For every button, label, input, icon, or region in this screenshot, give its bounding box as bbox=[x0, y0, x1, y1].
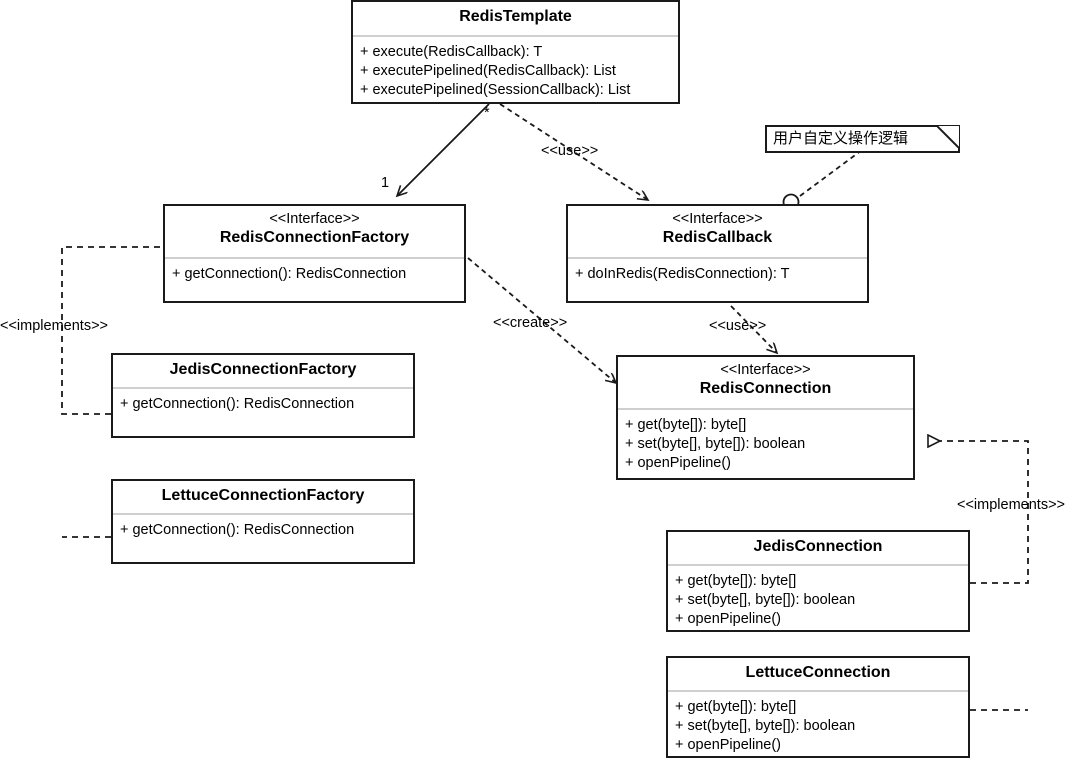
class-member-row: + openPipeline() bbox=[675, 611, 782, 627]
class-member-row: + set(byte[], byte[]): boolean bbox=[675, 592, 856, 608]
edge-callback-uses-connection bbox=[730, 305, 777, 353]
class-box-redis-connection[interactable]: <<Interface>> RedisConnection + get(byte… bbox=[616, 355, 915, 480]
class-header-redis-connection: <<Interface>> RedisConnection bbox=[618, 357, 913, 410]
class-member-row: + executePipelined(RedisCallback): List bbox=[360, 63, 616, 79]
multiplicity-label-one: 1 bbox=[381, 175, 390, 191]
class-member-row: + execute(RedisCallback): T bbox=[360, 44, 543, 60]
edge-label-create-connection: <<create>> bbox=[493, 315, 568, 331]
class-member-row: + set(byte[], byte[]): boolean bbox=[675, 718, 856, 734]
edge-template-uses-callback bbox=[499, 103, 648, 200]
edge-template-to-connection-factory bbox=[397, 103, 490, 196]
class-box-jedis-connection-factory[interactable]: JedisConnectionFactory + getConnection()… bbox=[111, 353, 415, 438]
class-members-redis-connection: + get(byte[]): byte[] + set(byte[], byte… bbox=[618, 410, 913, 479]
class-header-jedis-connection: JedisConnection bbox=[668, 532, 968, 566]
class-header-jedis-connection-factory: JedisConnectionFactory bbox=[113, 355, 413, 389]
class-member-row: + doInRedis(RedisConnection): T bbox=[575, 266, 790, 282]
class-box-jedis-connection[interactable]: JedisConnection + get(byte[]): byte[] + … bbox=[666, 530, 970, 632]
multiplicity-label-many: * bbox=[484, 105, 490, 121]
class-header-lettuce-connection: LettuceConnection bbox=[668, 658, 968, 692]
class-stereotype-redis-callback: <<Interface>> bbox=[672, 211, 763, 227]
note-fold-corner-icon bbox=[937, 126, 959, 148]
class-member-row: + executePipelined(SessionCallback): Lis… bbox=[360, 82, 631, 98]
class-name-redis-callback: RedisCallback bbox=[662, 229, 773, 246]
class-name-lettuce-connection-factory: LettuceConnectionFactory bbox=[161, 487, 365, 504]
edge-note-anchor-line bbox=[782, 149, 863, 211]
class-stereotype-redis-connection: <<Interface>> bbox=[720, 362, 811, 378]
class-member-row: + getConnection(): RedisConnection bbox=[172, 266, 407, 282]
edge-label-use-template-callback: <<use>> bbox=[541, 143, 599, 159]
class-box-lettuce-connection-factory[interactable]: LettuceConnectionFactory + getConnection… bbox=[111, 479, 415, 564]
class-header-redis-connection-factory: <<Interface>> RedisConnectionFactory bbox=[165, 206, 464, 259]
class-members-jedis-connection-factory: + getConnection(): RedisConnection bbox=[113, 389, 413, 420]
class-member-row: + openPipeline() bbox=[675, 737, 782, 753]
class-member-row: + getConnection(): RedisConnection bbox=[120, 522, 355, 538]
class-stereotype-redis-connection-factory: <<Interface>> bbox=[269, 211, 360, 227]
class-name-redis-connection: RedisConnection bbox=[699, 380, 832, 397]
class-name-jedis-connection-factory: JedisConnectionFactory bbox=[169, 361, 357, 378]
class-members-redis-connection-factory: + getConnection(): RedisConnection bbox=[165, 259, 464, 290]
class-header-lettuce-connection-factory: LettuceConnectionFactory bbox=[113, 481, 413, 515]
edge-label-implements-left: <<implements>> bbox=[0, 318, 109, 334]
class-box-redis-callback[interactable]: <<Interface>> RedisCallback + doInRedis(… bbox=[566, 204, 869, 303]
edge-implements-connection-factory bbox=[61, 247, 176, 538]
class-members-jedis-connection: + get(byte[]): byte[] + set(byte[], byte… bbox=[668, 566, 968, 635]
class-member-row: + get(byte[]): byte[] bbox=[675, 699, 797, 715]
edge-label-use-callback-connection: <<use>> bbox=[709, 318, 767, 334]
class-box-redis-template[interactable]: RedisTemplate + execute(RedisCallback): … bbox=[351, 0, 680, 104]
note-text: 用户自定义操作逻辑 bbox=[773, 130, 909, 147]
note-user-defined-logic: 用户自定义操作逻辑 bbox=[765, 125, 960, 153]
class-name-redis-connection-factory: RedisConnectionFactory bbox=[219, 229, 410, 246]
class-member-row: + get(byte[]): byte[] bbox=[675, 573, 797, 589]
class-name-jedis-connection: JedisConnection bbox=[753, 538, 883, 555]
class-member-row: + getConnection(): RedisConnection bbox=[120, 396, 355, 412]
class-members-redis-callback: + doInRedis(RedisConnection): T bbox=[568, 259, 867, 290]
class-members-lettuce-connection-factory: + getConnection(): RedisConnection bbox=[113, 515, 413, 546]
edge-implements-redis-connection bbox=[928, 441, 1029, 711]
class-members-lettuce-connection: + get(byte[]): byte[] + set(byte[], byte… bbox=[668, 692, 968, 761]
class-member-row: + set(byte[], byte[]): boolean bbox=[625, 436, 806, 452]
class-box-lettuce-connection[interactable]: LettuceConnection + get(byte[]): byte[] … bbox=[666, 656, 970, 758]
class-name-redis-template: RedisTemplate bbox=[459, 8, 572, 25]
class-name-lettuce-connection: LettuceConnection bbox=[745, 664, 891, 681]
class-member-row: + get(byte[]): byte[] bbox=[625, 417, 747, 433]
edge-label-implements-right: <<implements>> bbox=[957, 497, 1066, 513]
class-members-redis-template: + execute(RedisCallback): T + executePip… bbox=[353, 37, 678, 106]
class-header-redis-callback: <<Interface>> RedisCallback bbox=[568, 206, 867, 259]
class-member-row: + openPipeline() bbox=[625, 455, 732, 471]
class-header-redis-template: RedisTemplate bbox=[353, 2, 678, 37]
class-box-redis-connection-factory[interactable]: <<Interface>> RedisConnectionFactory + g… bbox=[163, 204, 466, 303]
